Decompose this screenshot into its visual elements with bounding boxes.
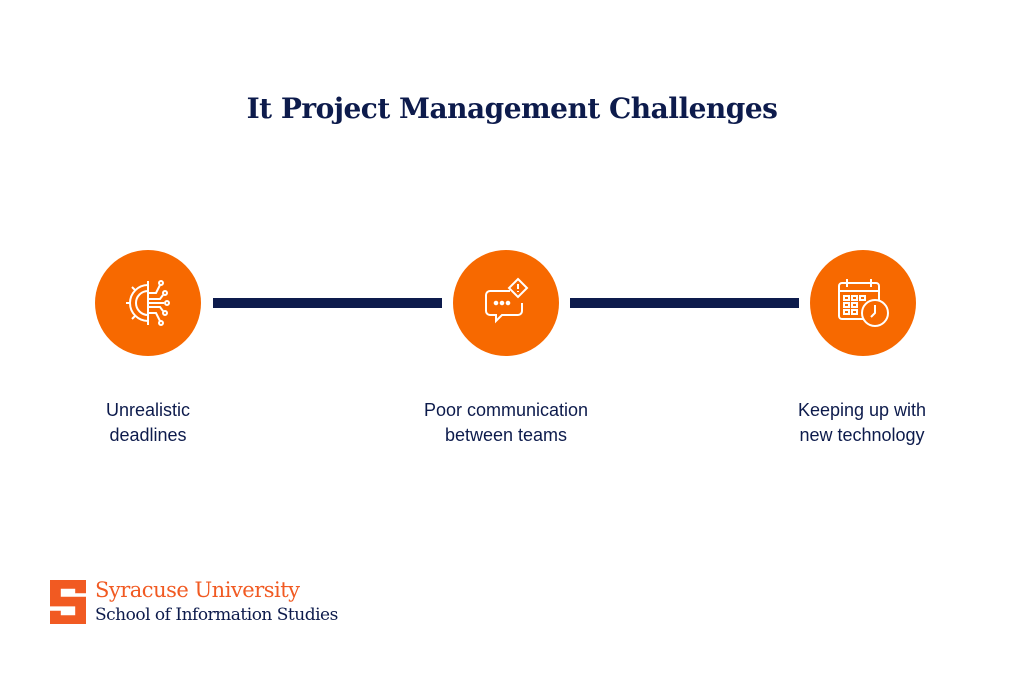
- page-title: It Project Management Challenges: [246, 92, 778, 125]
- gear-circuit-icon: [126, 280, 170, 326]
- step-circle-2: [453, 250, 559, 356]
- step-label-1: Unrealistic deadlines: [28, 398, 268, 448]
- connector-line-1: [213, 298, 442, 308]
- label-line: Keeping up with: [797, 400, 927, 420]
- chat-alert-icon: [485, 277, 529, 324]
- step-label-3: Keeping up with new technology: [742, 398, 982, 448]
- step-circle-3: [810, 250, 916, 356]
- label-line: deadlines: [109, 425, 187, 445]
- step-label-2: Poor communication between teams: [386, 398, 626, 448]
- calendar-clock-icon: [838, 279, 889, 327]
- label-line: Poor communication: [423, 400, 589, 420]
- step-circle-1: [95, 250, 201, 356]
- label-line: Unrealistic: [105, 400, 191, 420]
- label-line: new technology: [799, 425, 925, 445]
- syracuse-s-logo-icon: [50, 580, 86, 624]
- logo-university-name: Syracuse University: [95, 578, 300, 602]
- logo-school-name: School of Information Studies: [95, 605, 338, 625]
- label-line: between teams: [444, 425, 568, 445]
- connector-line-2: [570, 298, 799, 308]
